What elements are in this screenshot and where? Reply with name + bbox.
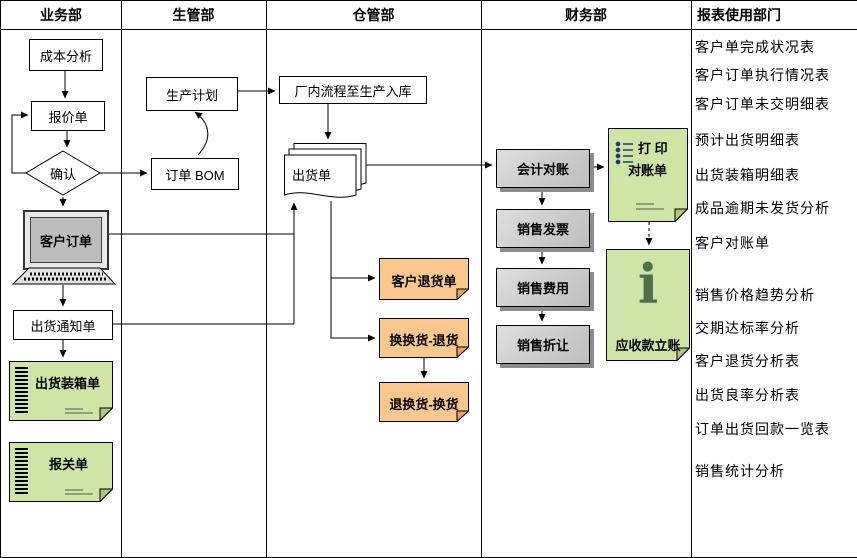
confirm-diamond: 确认 <box>25 150 101 196</box>
sales-invoice-box: 销售发票 <box>496 209 590 248</box>
sales-expense-box: 销售费用 <box>496 268 590 307</box>
lane-header-reports: 报表使用部门 <box>697 7 781 23</box>
return-exchange-label: 退换货-换货 <box>389 397 459 412</box>
customs-form-note: 报关单 <box>9 442 114 503</box>
document-stack-icon <box>284 143 367 198</box>
sales-allowance-box: 销售折让 <box>496 325 590 364</box>
report-item: 客户订单未交明细表 <box>695 96 830 112</box>
header-divider <box>1 29 857 30</box>
report-item: 出货装箱明细表 <box>695 167 800 183</box>
report-item: 客户单完成状况表 <box>695 39 815 55</box>
report-item: 预计出货明细表 <box>695 132 800 148</box>
info-icon: i <box>637 252 659 316</box>
exchange-return-label: 换换货-退货 <box>389 333 459 348</box>
lane-header-production: 生管部 <box>172 7 215 23</box>
lane-header-warehouse: 仓管部 <box>352 7 395 23</box>
report-item: 成品逾期未发货分析 <box>695 200 830 216</box>
lane-header-business: 业务部 <box>40 7 82 23</box>
lane-divider <box>481 1 482 557</box>
lane-divider <box>121 1 122 557</box>
barcode-icon <box>15 448 28 494</box>
report-item: 出货良率分析表 <box>695 387 800 403</box>
lane-divider <box>266 1 267 557</box>
report-item: 交期达标率分析 <box>695 320 800 336</box>
monitor-screen: 客户订单 <box>30 217 102 263</box>
note-shape <box>9 442 114 503</box>
reconciliation-box: 会计对账 <box>496 149 590 188</box>
report-item: 客户订单执行情况表 <box>695 67 830 83</box>
confirm-label: 确认 <box>49 166 76 182</box>
production-plan-box: 生产计划 <box>146 77 238 111</box>
exchange-return-note: 换换货-退货 <box>379 318 470 359</box>
packing-list-note: 出货装箱单 <box>9 361 114 422</box>
barcode-icon <box>15 367 28 413</box>
packing-list-label: 出货装箱单 <box>35 376 101 391</box>
sales-expense-label: 销售费用 <box>516 281 569 296</box>
list-icon <box>615 141 633 165</box>
receivable-note: i 应收款立账 <box>606 249 691 362</box>
signature-lines <box>636 203 664 210</box>
factory-process-box: 厂内流程至生产入库 <box>279 76 427 104</box>
note-shape <box>379 258 470 301</box>
report-item: 销售统计分析 <box>695 463 785 479</box>
monitor-icon: 客户订单 <box>23 210 109 270</box>
shipping-order-label: 出货单 <box>292 168 332 183</box>
shipping-order-documents: 出货单 <box>284 143 368 207</box>
note-shape <box>9 361 114 422</box>
report-item: 客户退货分析表 <box>695 353 800 369</box>
signature-lines <box>65 489 93 495</box>
cost-analysis-box: 成本分析 <box>29 39 103 71</box>
report-item: 订单出货回款一览表 <box>695 421 830 437</box>
receivable-label: 应收款立账 <box>615 338 681 353</box>
lane-divider <box>691 1 692 557</box>
quotation-box: 报价单 <box>31 101 105 131</box>
customer-return-label: 客户退货单 <box>391 274 457 289</box>
return-exchange-note: 退换货-换货 <box>379 382 470 423</box>
sales-allowance-label: 销售折让 <box>516 338 569 353</box>
signature-lines <box>65 408 93 414</box>
print-label-line2: 对账单 <box>628 163 668 178</box>
reconciliation-label: 会计对账 <box>516 162 569 177</box>
customer-order-label: 客户订单 <box>39 233 92 249</box>
diamond-shape <box>25 150 101 196</box>
customs-form-label: 报关单 <box>49 457 89 472</box>
report-item: 客户对账单 <box>695 235 770 251</box>
lane-header-finance: 财务部 <box>565 7 607 23</box>
note-shape <box>379 318 470 359</box>
note-shape <box>379 382 470 423</box>
customer-return-note: 客户退货单 <box>379 258 470 301</box>
note-shape <box>606 249 691 362</box>
report-item: 销售价格趋势分析 <box>695 287 815 303</box>
customer-order-computer: 客户订单 <box>12 210 116 286</box>
print-label-line1: 打 印 <box>638 141 668 156</box>
sales-invoice-label: 销售发票 <box>516 222 569 237</box>
keyboard-icon <box>12 267 116 285</box>
print-statement-note: 打 印 对账单 <box>608 128 689 223</box>
shipping-notice-box: 出货通知单 <box>13 310 113 340</box>
order-bom-box: 订单 BOM <box>151 158 239 190</box>
note-shape <box>608 128 689 223</box>
